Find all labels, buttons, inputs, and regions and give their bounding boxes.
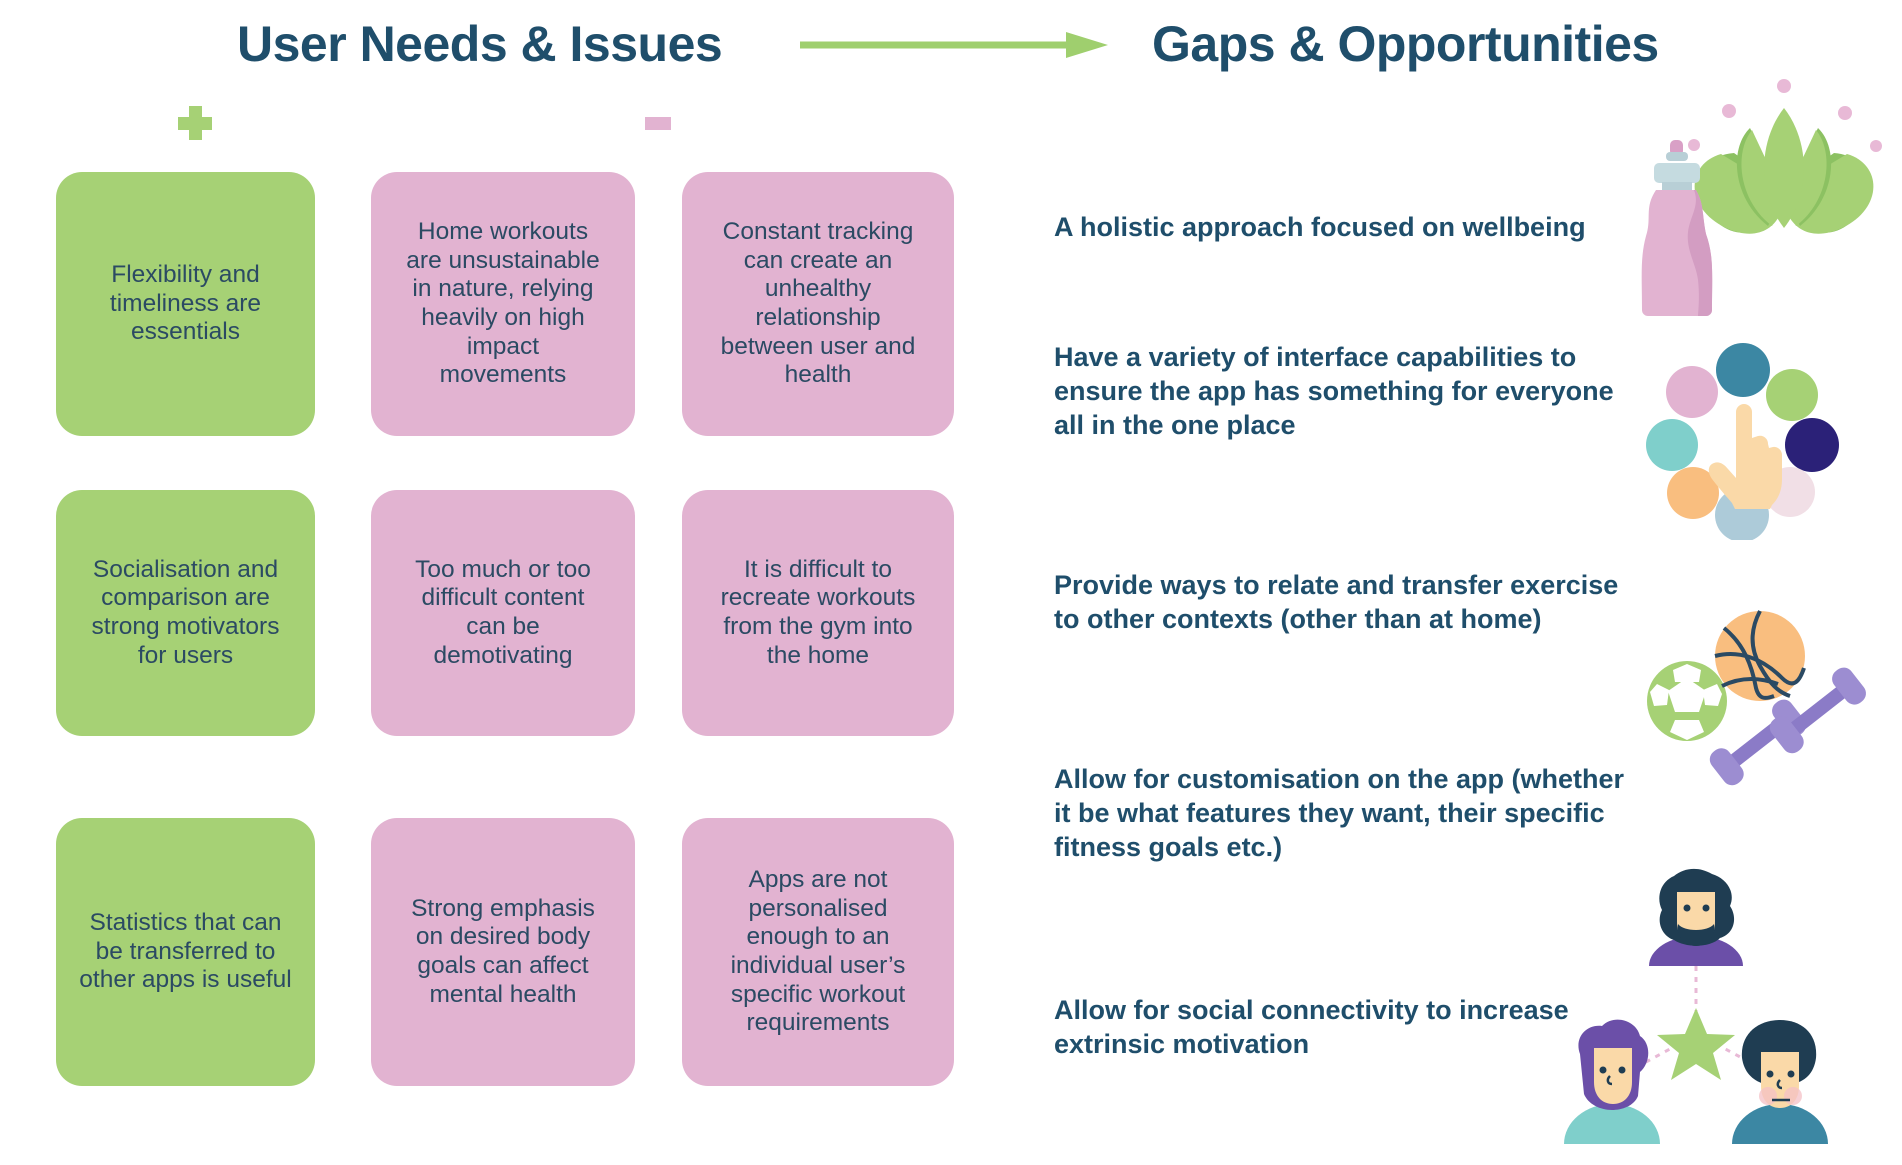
opportunity-item: Allow for customisation on the app (whet… [1054, 764, 1625, 863]
need-card: Socialisation and comparison are strong … [56, 490, 315, 736]
issue-card-text: Too much or too difficult content can be… [415, 555, 591, 669]
need-card-text: Statistics that can be transferred to ot… [79, 909, 292, 994]
issue-card: Apps are not personalised enough to an i… [682, 818, 954, 1086]
opportunity-item: Provide ways to relate and transfer exer… [1054, 570, 1619, 635]
issue-card: Too much or too difficult content can be… [371, 490, 635, 736]
plus-icon [178, 106, 212, 140]
page-title-right: Gaps & Opportunities [1152, 16, 1659, 72]
issue-card: Strong emphasis on desired body goals ca… [371, 818, 635, 1086]
need-card: Flexibility and timeliness are essential… [56, 172, 315, 436]
pointing-hand-with-colored-dots-illustration [1640, 340, 1870, 542]
three-people-social-network-illustration [1546, 848, 1846, 1148]
issue-card-text: Home workouts are unsustainable in natur… [406, 218, 600, 389]
opportunity-item: Allow for social connectivity to increas… [1054, 995, 1569, 1060]
issue-card-text: Apps are not personalised enough to an i… [730, 866, 906, 1037]
issue-card: It is difficult to recreate workouts fro… [682, 490, 954, 736]
lotus-flower-and-water-bottle-illustration [1626, 68, 1902, 324]
right-arrow-icon [800, 30, 1110, 60]
issue-card-text: Strong emphasis on desired body goals ca… [411, 894, 595, 1008]
page-title-left: User Needs & Issues [237, 16, 723, 72]
opportunity-item: A holistic approach focused on wellbeing [1054, 212, 1586, 242]
opportunity-item: Have a variety of interface capabilities… [1054, 342, 1614, 441]
need-card-text: Socialisation and comparison are strong … [91, 555, 280, 669]
need-card: Statistics that can be transferred to ot… [56, 818, 315, 1086]
need-card-text: Flexibility and timeliness are essential… [109, 261, 262, 346]
issue-card-text: Constant tracking can create an unhealth… [720, 218, 916, 389]
minus-icon [645, 117, 671, 130]
issue-card: Constant tracking can create an unhealth… [682, 172, 954, 436]
sports-balls-and-dumbbells-illustration [1644, 608, 1874, 808]
issue-card: Home workouts are unsustainable in natur… [371, 172, 635, 436]
issue-card-text: It is difficult to recreate workouts fro… [720, 555, 916, 669]
